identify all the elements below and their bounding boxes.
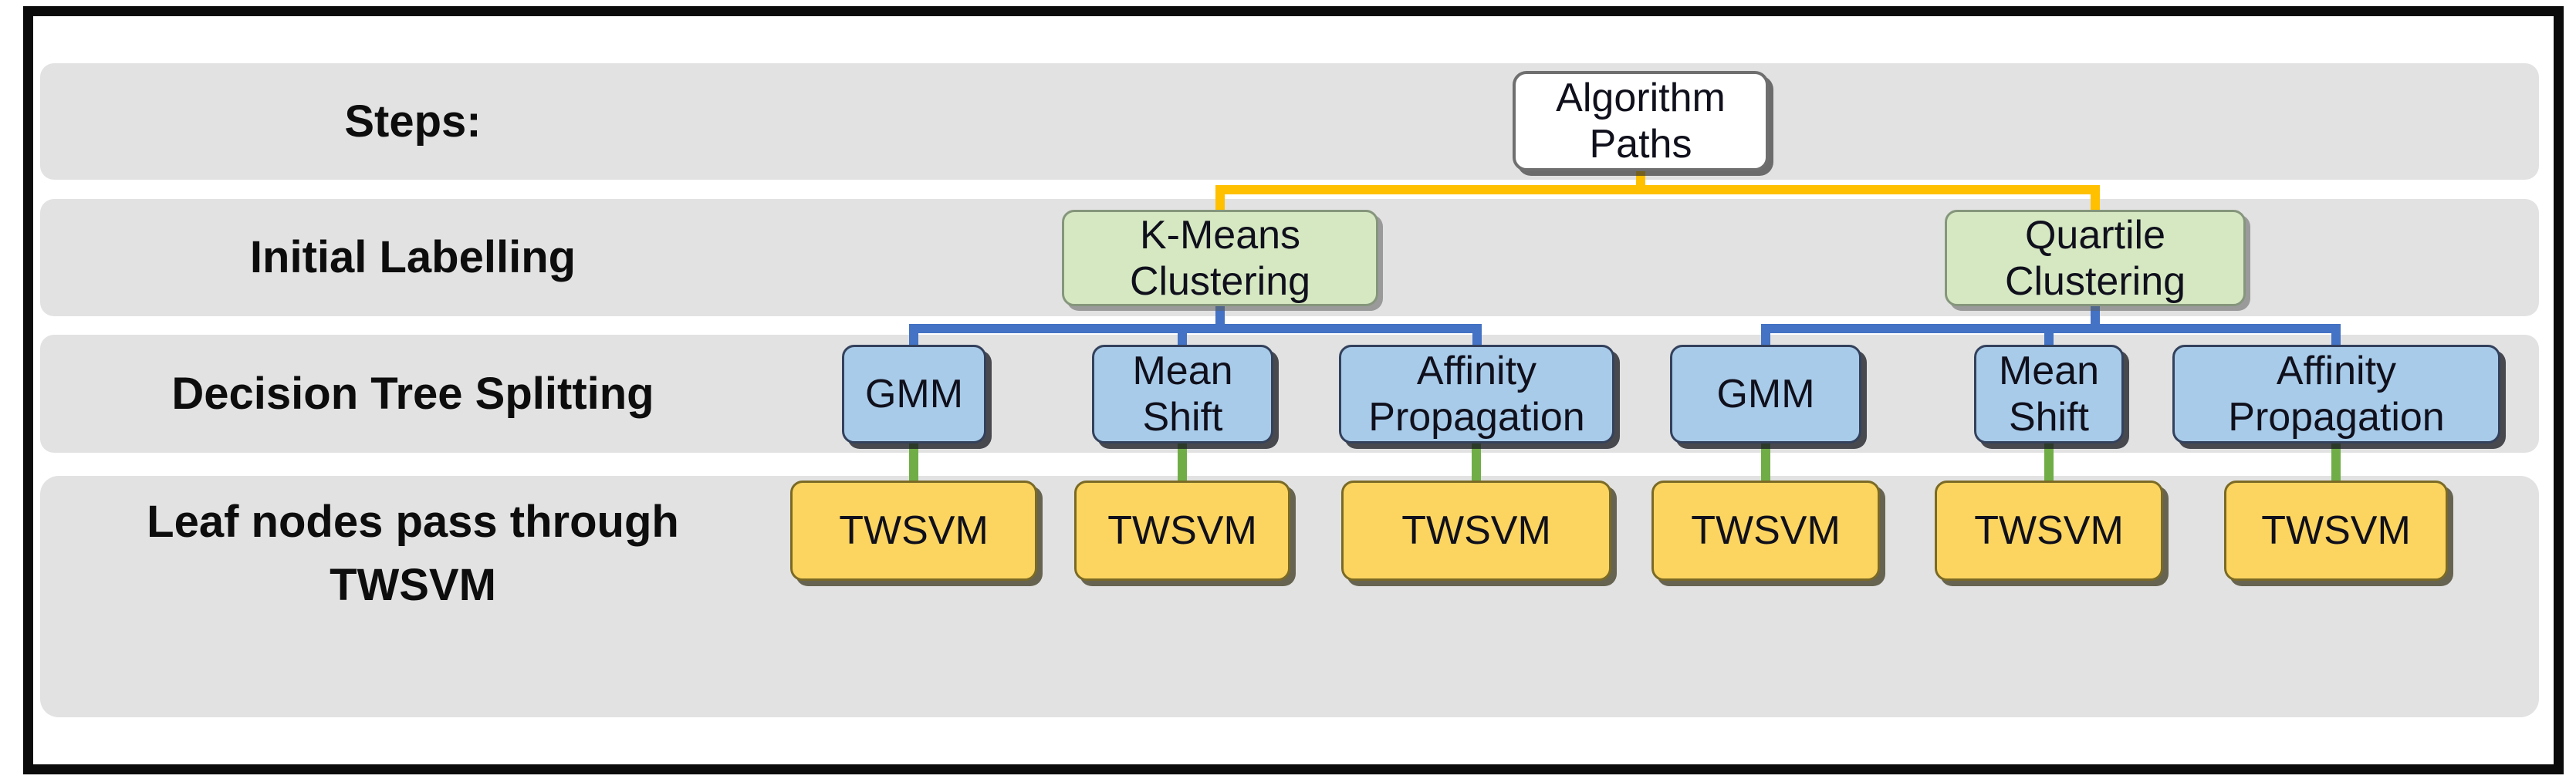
node-twsvm-5: TWSVM xyxy=(1935,481,2163,581)
connector-kmeans-stem xyxy=(1215,305,1225,328)
node-affinity-propagation-1: Affinity Propagation xyxy=(1339,345,1614,443)
node-twsvm-6: TWSVM xyxy=(2224,481,2448,581)
connector-mean-shift2-to-twsvm xyxy=(2044,440,2054,484)
row-label-initial-labelling: Initial Labelling xyxy=(249,232,576,282)
connector-quartile-stem xyxy=(2091,305,2100,328)
node-twsvm-3: TWSVM xyxy=(1341,481,1611,581)
row-label-steps: Steps: xyxy=(344,96,482,147)
node-twsvm-2: TWSVM xyxy=(1074,481,1290,581)
connector-affinity1-to-twsvm xyxy=(1472,440,1481,484)
node-kmeans-clustering: K-Means Clustering xyxy=(1062,210,1378,306)
connector-root-crossbar xyxy=(1215,185,2100,194)
connector-gmm1-to-twsvm xyxy=(909,440,918,484)
connector-quartile-to-mean-shift xyxy=(2044,324,2054,347)
connector-kmeans-crossbar xyxy=(909,324,1482,333)
node-quartile-clustering: Quartile Clustering xyxy=(1945,210,2246,306)
connector-quartile-to-affinity xyxy=(2331,324,2341,347)
connector-root-to-kmeans xyxy=(1215,185,1225,211)
row-label-leaf-nodes: Leaf nodes pass through TWSVM xyxy=(147,497,679,610)
row-label-decision-tree-splitting: Decision Tree Splitting xyxy=(171,368,654,419)
connector-quartile-to-gmm xyxy=(1761,324,1770,347)
connector-kmeans-to-mean-shift xyxy=(1178,324,1187,347)
node-twsvm-1: TWSVM xyxy=(790,481,1037,581)
row-band-steps xyxy=(40,63,2539,180)
connector-root-to-quartile xyxy=(2091,185,2100,211)
connector-affinity2-to-twsvm xyxy=(2331,440,2341,484)
node-gmm-2: GMM xyxy=(1670,345,1861,443)
node-gmm-1: GMM xyxy=(842,345,986,443)
connector-kmeans-to-affinity xyxy=(1472,324,1482,347)
connector-gmm2-to-twsvm xyxy=(1761,440,1770,484)
node-twsvm-4: TWSVM xyxy=(1651,481,1880,581)
connector-kmeans-to-gmm xyxy=(909,324,918,347)
node-algorithm-paths: Algorithm Paths xyxy=(1513,71,1769,171)
connector-mean-shift1-to-twsvm xyxy=(1178,440,1187,484)
node-mean-shift-1: Mean Shift xyxy=(1092,345,1273,443)
node-mean-shift-2: Mean Shift xyxy=(1974,345,2124,443)
node-affinity-propagation-2: Affinity Propagation xyxy=(2172,345,2500,443)
outer-border xyxy=(23,6,2564,774)
